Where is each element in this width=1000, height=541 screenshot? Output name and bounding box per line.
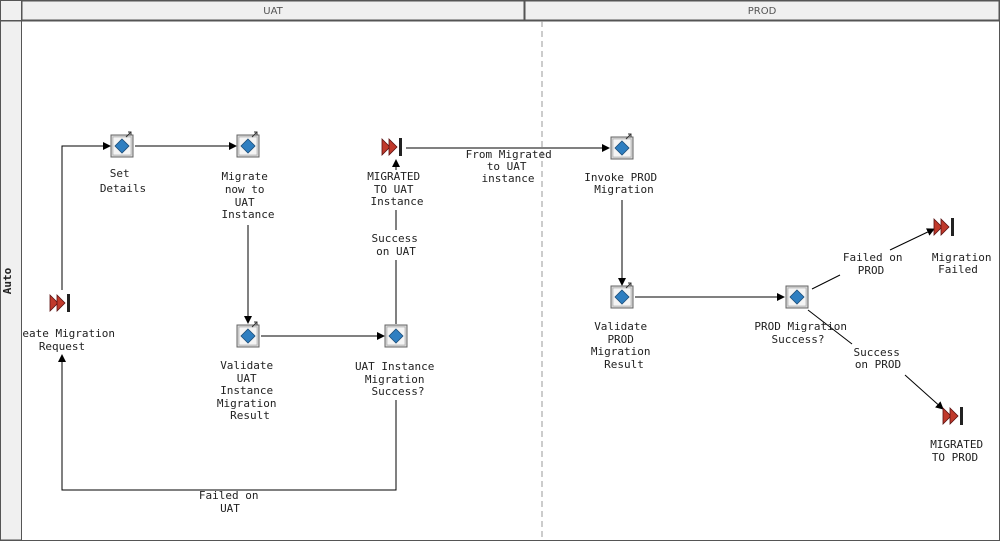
label-set-details: Set Details (100, 167, 146, 195)
edge-failed-uat (58, 354, 397, 491)
event-start-icon[interactable] (49, 293, 71, 313)
decision-uat-icon[interactable] (384, 324, 408, 348)
edge-label-success-uat: Success on UAT (372, 232, 425, 258)
label-migrate-uat: Migrate now to UAT Instance (222, 170, 275, 221)
label-migration-failed: Migration Failed (932, 251, 998, 276)
label-prod-success: PROD Migration Success? (754, 320, 853, 346)
event-migrated-uat-icon[interactable] (381, 137, 403, 157)
event-migration-failed-icon[interactable] (933, 217, 955, 237)
edge-failed-prod-2 (889, 228, 935, 251)
label-migrated-prod: MIGRATED TO PROD (930, 438, 990, 464)
edge-label-failed-prod: Failed on PROD (843, 251, 909, 277)
event-migrated-prod-icon[interactable] (942, 406, 964, 426)
label-validate-prod: Validate PROD Migration Result (591, 320, 657, 371)
activity-validate-uat-icon[interactable] (236, 321, 260, 348)
activity-migrate-uat-icon[interactable] (236, 131, 260, 158)
edge-failed-prod-1 (811, 274, 841, 290)
edge-label-from-migrated: From Migrated to UAT instance (466, 148, 559, 185)
decision-prod-icon[interactable] (785, 285, 809, 309)
activity-set-details-icon[interactable] (110, 131, 134, 158)
edge-success-prod-2 (904, 374, 944, 410)
label-create-request: eate Migration Request (22, 327, 121, 353)
edge-success-prod-1 (807, 309, 853, 345)
lane-row-label: Auto (1, 267, 14, 294)
label-invoke-prod: Invoke PROD Migration (584, 171, 663, 196)
edge-label-failed-uat: Failed on UAT (199, 489, 265, 515)
activity-validate-prod-icon[interactable] (610, 282, 634, 309)
activity-invoke-prod-icon[interactable] (610, 133, 634, 160)
lane-header-uat[interactable]: UAT (263, 6, 283, 17)
edge-create-to-set (61, 142, 111, 290)
edge-label-success-prod: Success on PROD (854, 346, 907, 371)
edges (58, 142, 944, 491)
label-uat-success: UAT Instance Migration Success? (355, 360, 441, 398)
label-validate-uat: Validate UAT Instance Migration Result (217, 359, 283, 422)
label-migrated-uat: MIGRATED TO UAT Instance (367, 170, 427, 208)
lane-header-prod[interactable]: PROD (748, 6, 777, 17)
